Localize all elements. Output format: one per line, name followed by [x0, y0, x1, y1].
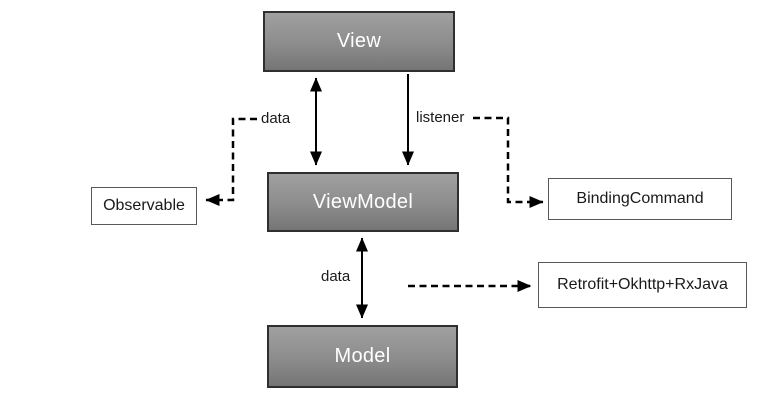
- node-observable: Observable: [91, 187, 197, 225]
- node-bindingcommand: BindingCommand: [548, 178, 732, 220]
- node-retrofit-okhttp-rxjava-label: Retrofit+Okhttp+RxJava: [557, 276, 728, 293]
- node-bindingcommand-label: BindingCommand: [576, 190, 704, 207]
- dashed-arrow-listener-to-bindingcommand: [473, 116, 544, 208]
- node-model-label: Model: [334, 345, 391, 367]
- node-observable-label: Observable: [103, 197, 185, 214]
- edge-label-data-view-viewmodel: data: [261, 110, 291, 127]
- node-retrofit-okhttp-rxjava: Retrofit+Okhttp+RxJava: [538, 262, 747, 308]
- node-model: Model: [267, 325, 458, 388]
- node-view: View: [263, 11, 455, 72]
- node-view-label: View: [336, 30, 382, 52]
- edge-label-listener: listener: [416, 109, 465, 126]
- dashed-arrow-data-to-observable: [205, 117, 257, 206]
- node-viewmodel-label: ViewModel: [312, 190, 414, 213]
- node-viewmodel: ViewModel: [267, 172, 459, 232]
- edge-label-data-viewmodel-model: data: [321, 268, 351, 285]
